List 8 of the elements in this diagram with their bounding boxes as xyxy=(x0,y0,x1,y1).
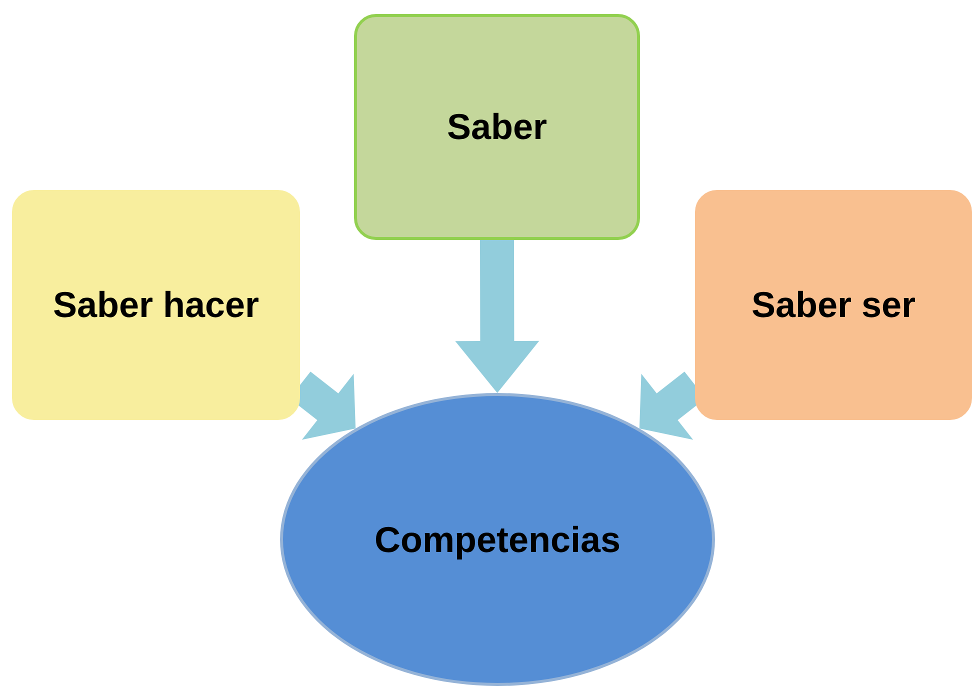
node-label: Competencias xyxy=(374,518,621,560)
block-arrow xyxy=(455,240,540,393)
node-label: Saber xyxy=(446,106,548,148)
node-label: Saber hacer xyxy=(52,284,260,326)
node-label: Saber ser xyxy=(751,284,916,326)
rounded-box xyxy=(695,190,972,420)
rounded-box xyxy=(12,190,300,420)
rounded-box xyxy=(354,14,640,240)
